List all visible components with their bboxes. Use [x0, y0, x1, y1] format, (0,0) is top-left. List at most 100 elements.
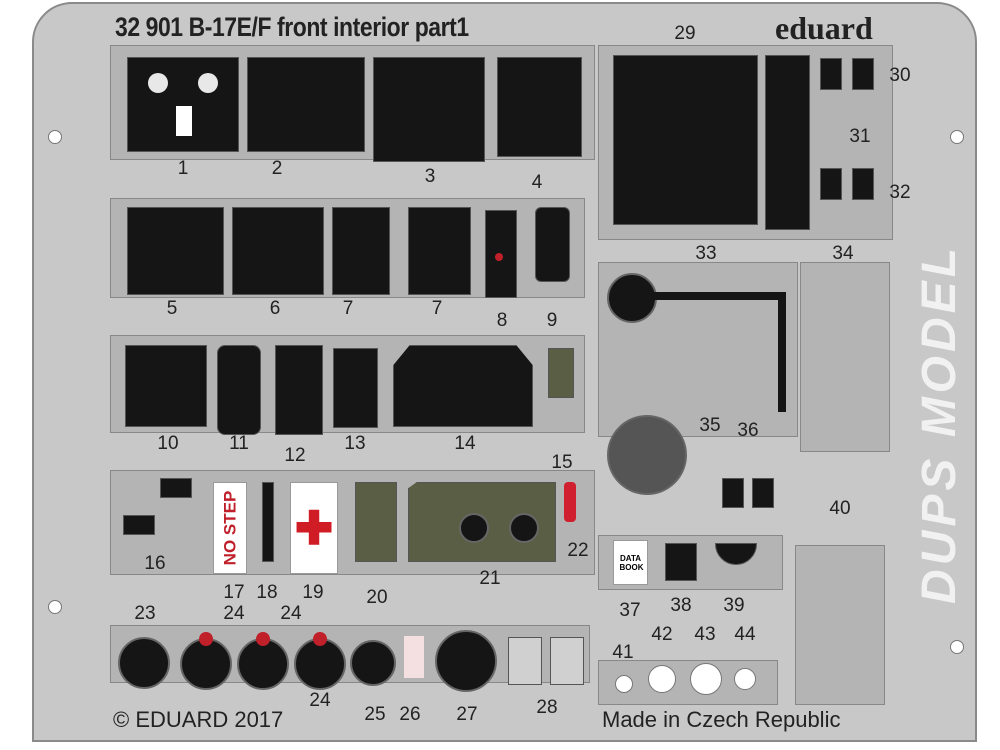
watermark: DUPS MODEL: [913, 243, 966, 604]
part-label: 4: [531, 172, 543, 193]
part-24b-dial: [237, 632, 289, 690]
copyright: © EDUARD 2017: [113, 707, 284, 732]
red-cross-icon: ✚: [294, 502, 334, 554]
part-4: [497, 57, 582, 157]
part-20: [355, 482, 397, 562]
part-label: 24: [280, 603, 302, 624]
part-37-data-book: DATA BOOK: [613, 540, 648, 585]
part-label: 22: [567, 540, 589, 561]
part-label: 33: [695, 243, 717, 264]
part-label: 7: [431, 298, 443, 319]
made-in: Made in Czech Republic: [602, 707, 841, 732]
part-10: [125, 345, 207, 427]
part-32b: [852, 168, 874, 200]
part-12: [275, 345, 323, 435]
part-30a: [820, 58, 842, 90]
part-42-ring: [648, 665, 676, 693]
part-label: 18: [256, 582, 278, 603]
part-24c-dial: [294, 632, 346, 690]
part-label: 27: [456, 704, 478, 725]
mount-hole: [950, 640, 964, 654]
part-label: 10: [157, 433, 179, 454]
part-25-dial: [350, 640, 396, 686]
part-6: [232, 207, 324, 295]
part-33-ring: [607, 273, 657, 323]
part-label: 20: [366, 587, 388, 608]
part-2: [247, 57, 365, 152]
part-label: 5: [166, 298, 178, 319]
part-18: [262, 482, 274, 562]
part-label: 42: [651, 624, 673, 645]
part-36a: [722, 478, 744, 508]
part-3: [373, 57, 485, 162]
part-40: [795, 545, 885, 705]
part-35-mesh: [607, 415, 687, 495]
part-23-dial: [118, 637, 170, 689]
part-label: 40: [829, 498, 851, 519]
part-34-frame: [800, 262, 890, 452]
part-label: 1: [177, 158, 189, 179]
part-44-ring: [734, 668, 756, 690]
part-label: 30: [889, 65, 911, 86]
part-8: [485, 210, 517, 298]
part-label: 38: [670, 595, 692, 616]
part-label: 41: [612, 642, 634, 663]
no-step-text: NO STEP: [220, 490, 239, 566]
part-17-no-step: NO STEP: [213, 482, 247, 574]
part-label: 44: [734, 624, 756, 645]
part-label: 6: [269, 298, 281, 319]
part-28b: [550, 637, 584, 685]
part-label: 7: [342, 298, 354, 319]
part-11: [217, 345, 261, 435]
mount-hole: [48, 130, 62, 144]
part-5: [127, 207, 224, 295]
part-label: 21: [479, 568, 501, 589]
part-14: [393, 345, 533, 427]
part-33-leg: [778, 292, 786, 412]
part-label: 14: [454, 433, 476, 454]
part-43-ring: [690, 663, 722, 695]
mount-hole: [48, 600, 62, 614]
part-label: 31: [849, 126, 871, 147]
part-label: 16: [144, 553, 166, 574]
part-label: 3: [424, 166, 436, 187]
part-7a: [332, 207, 390, 295]
part-label: 39: [723, 595, 745, 616]
part-label: 17: [223, 582, 245, 603]
part-label: 24: [309, 690, 331, 711]
part-label: 2: [271, 158, 283, 179]
part-15: [548, 348, 574, 398]
part-label: 34: [832, 243, 854, 264]
part-label: 24: [223, 603, 245, 624]
part-label: 29: [674, 23, 696, 44]
part-19-first-aid: ✚: [290, 482, 338, 574]
part-27-dial: [435, 630, 497, 692]
part-label: 37: [619, 600, 641, 621]
part-24a-dial: [180, 632, 232, 690]
part-38: [665, 543, 697, 581]
part-31: [765, 55, 810, 230]
part-30b: [852, 58, 874, 90]
part-28a: [508, 637, 542, 685]
part-label: 19: [302, 582, 324, 603]
part-26: [404, 636, 424, 678]
part-33-arm: [650, 292, 780, 300]
part-16a: [123, 515, 155, 535]
part-label: 11: [229, 433, 249, 454]
part-label: 32: [889, 182, 911, 203]
part-36b: [752, 478, 774, 508]
data-book-text: DATA BOOK: [619, 553, 644, 572]
part-label: 26: [399, 704, 421, 725]
part-label: 15: [551, 452, 573, 473]
part-label: 36: [737, 420, 759, 441]
part-label: 35: [699, 415, 721, 436]
part-9: [535, 207, 570, 282]
part-label: 8: [496, 310, 508, 331]
part-29: [613, 55, 758, 225]
part-32a: [820, 168, 842, 200]
part-label: 43: [694, 624, 716, 645]
part-16b: [160, 478, 192, 498]
part-label: 28: [536, 697, 558, 718]
part-41-ring: [615, 675, 633, 693]
part-13: [333, 348, 378, 428]
